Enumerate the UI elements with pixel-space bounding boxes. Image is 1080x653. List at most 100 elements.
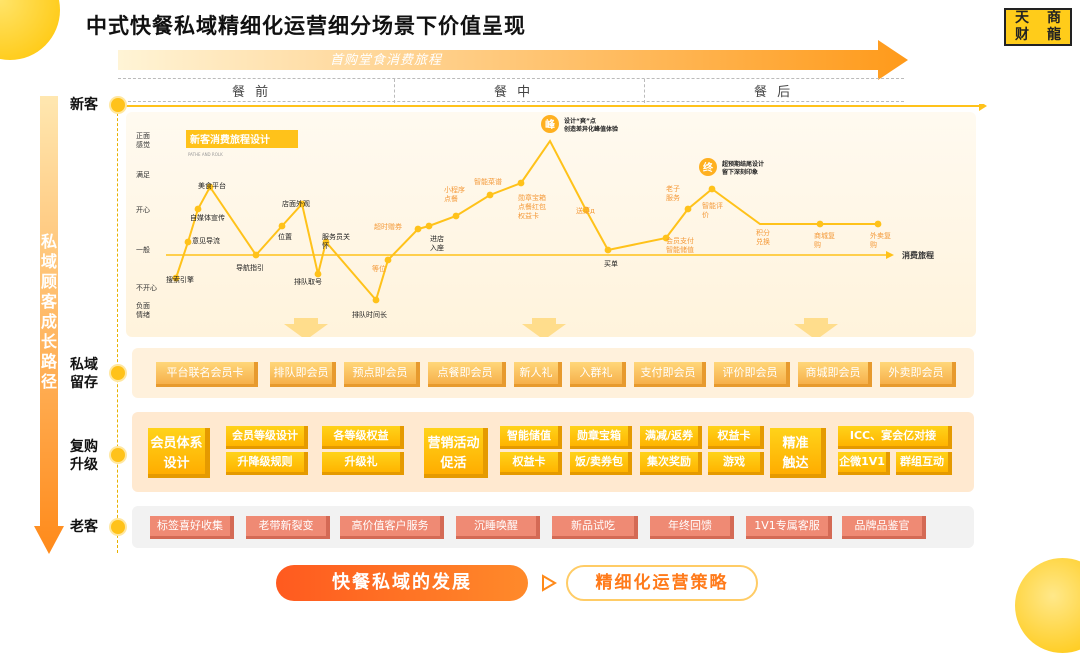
decor-blob-bottom-right xyxy=(1015,558,1080,653)
growth-path-arrow xyxy=(34,96,64,554)
journey-point-label: 搜索引擎 xyxy=(166,275,194,284)
journey-y-label: 不开心 xyxy=(136,284,157,292)
journey-point-label: 点餐 xyxy=(444,194,458,203)
journey-point xyxy=(252,251,260,259)
callout-text: 创造差异化峰值体验 xyxy=(563,125,618,133)
journey-point-label: 勋章宝箱 xyxy=(518,193,546,202)
down-arrow-icon xyxy=(284,318,328,337)
level-retain-l1: 私域 xyxy=(70,357,98,373)
journey-y-label: 一般 xyxy=(136,245,150,254)
old-customer-item: 高价值客户服务 xyxy=(340,516,444,539)
member-system-item: 各等级权益 xyxy=(322,426,404,449)
journey-point xyxy=(184,238,192,246)
journey-point-label: 服务 xyxy=(666,193,680,202)
retain-item: 预点即会员 xyxy=(344,362,420,387)
callout-badge-text: 峰 xyxy=(545,118,556,131)
journey-point-label: 排队时间长 xyxy=(352,310,387,319)
down-arrow-icon xyxy=(794,318,838,337)
journey-point xyxy=(517,179,525,187)
logo-char: 财 xyxy=(1015,27,1029,43)
phase-during: 餐 中 xyxy=(494,85,534,100)
marketing-activity-item: 智能储值 xyxy=(500,426,562,449)
retain-item: 外卖即会员 xyxy=(880,362,956,387)
precise-reach-block: 精准触达 xyxy=(770,428,826,478)
marketing-activity-item: 集次奖励 xyxy=(640,452,702,475)
retain-item: 点餐即会员 xyxy=(428,362,506,387)
member-system-item: 升降级规则 xyxy=(226,452,308,475)
journey-point-label: 美食平台 xyxy=(198,181,226,190)
journey-point xyxy=(425,222,433,230)
journey-point xyxy=(684,205,692,213)
level-rep-l1: 复购 xyxy=(70,439,98,455)
side-char: 顾 xyxy=(40,272,57,291)
journey-point-label: 小程序 xyxy=(444,185,465,194)
side-char: 径 xyxy=(40,372,57,391)
journey-arrow xyxy=(118,40,908,80)
journey-point xyxy=(874,220,882,228)
level-old: 老客 xyxy=(70,519,98,535)
retain-item: 排队即会员 xyxy=(270,362,336,387)
precise-reach-item: 企微1V1 xyxy=(838,452,890,475)
precise-reach-item: 群组互动 xyxy=(896,452,952,475)
journey-point xyxy=(206,183,214,191)
logo-char: 商 xyxy=(1047,10,1061,26)
marketing-activity-item: 满减/返券 xyxy=(640,426,702,449)
journey-point-label: 价 xyxy=(702,211,709,219)
retain-item: 平台联名会员卡 xyxy=(156,362,258,387)
old-customer-item: 1V1专属客服 xyxy=(746,516,832,539)
side-char: 长 xyxy=(40,332,57,351)
journey-y-label: 正面 xyxy=(136,132,150,140)
journey-point xyxy=(662,234,670,242)
level-retain: 私域留存 xyxy=(70,356,98,392)
journey-point-label: 意见导流 xyxy=(192,236,220,245)
level-retain-l2: 留存 xyxy=(70,375,98,391)
down-arrow-icon xyxy=(522,318,566,337)
level-dot xyxy=(111,98,125,112)
side-char: 私 xyxy=(40,232,57,251)
journey-point-label: 智能评 xyxy=(702,201,723,210)
journey-point xyxy=(604,246,612,254)
level-dot xyxy=(111,520,125,534)
journey-point-label: 购 xyxy=(814,240,821,249)
level-rep-l2: 升级 xyxy=(70,457,98,473)
level-dot xyxy=(111,366,125,380)
footer-strategy-pill: 精细化运营策略 xyxy=(566,565,758,601)
callout-text: 设计“爽”点 xyxy=(564,117,596,125)
journey-point xyxy=(816,220,824,228)
journey-y-label: 负面 xyxy=(136,301,150,310)
marketing-activity-item: 权益卡 xyxy=(500,452,562,475)
journey-point-label: 送菜д xyxy=(576,206,595,215)
old-customer-item: 品牌品鉴官 xyxy=(842,516,926,539)
play-arrow-icon xyxy=(542,574,557,592)
journey-point-label: 等位 xyxy=(372,264,386,273)
old-customer-item: 新品试吃 xyxy=(552,516,638,539)
level-axis-line xyxy=(117,103,118,553)
journey-point xyxy=(414,225,422,233)
marketing-activity-item: 勋章宝箱 xyxy=(570,426,632,449)
journey-point-label: 超时赠券 xyxy=(374,222,402,231)
old-customer-item: 标签喜好收集 xyxy=(150,516,234,539)
journey-baseline-arrow xyxy=(886,251,894,259)
journey-y-label: 情绪 xyxy=(136,310,150,319)
journey-point-label: 导航指引 xyxy=(236,263,264,272)
marketing-activity-block: 营销活动促活 xyxy=(424,428,488,478)
callout-text: 留下深刻印象 xyxy=(722,168,758,176)
journey-point-label: 商城复 xyxy=(814,231,835,240)
marketing-activity-item: 游戏 xyxy=(708,452,764,475)
journey-point xyxy=(452,212,460,220)
decor-blob-top-left xyxy=(0,0,60,60)
journey-y-label: 感觉 xyxy=(136,140,150,149)
logo-char: 龍 xyxy=(1047,27,1061,43)
level-new: 新客 xyxy=(70,97,98,113)
journey-point-label: 服务员关 xyxy=(322,232,350,241)
journey-point-label: 积分 xyxy=(756,228,770,237)
journey-card-subtitle: PATHE AND ROLK xyxy=(188,152,223,157)
journey-point-label: 怀 xyxy=(322,241,329,250)
callout-text: 超预期结尾设计 xyxy=(721,160,764,168)
journey-point xyxy=(582,206,590,214)
journey-point xyxy=(708,185,716,193)
old-customer-item: 老带新裂变 xyxy=(246,516,330,539)
retain-item: 入群礼 xyxy=(570,362,626,387)
journey-point xyxy=(322,238,330,246)
brand-logo: 天 商 财 龍 xyxy=(1004,8,1072,46)
